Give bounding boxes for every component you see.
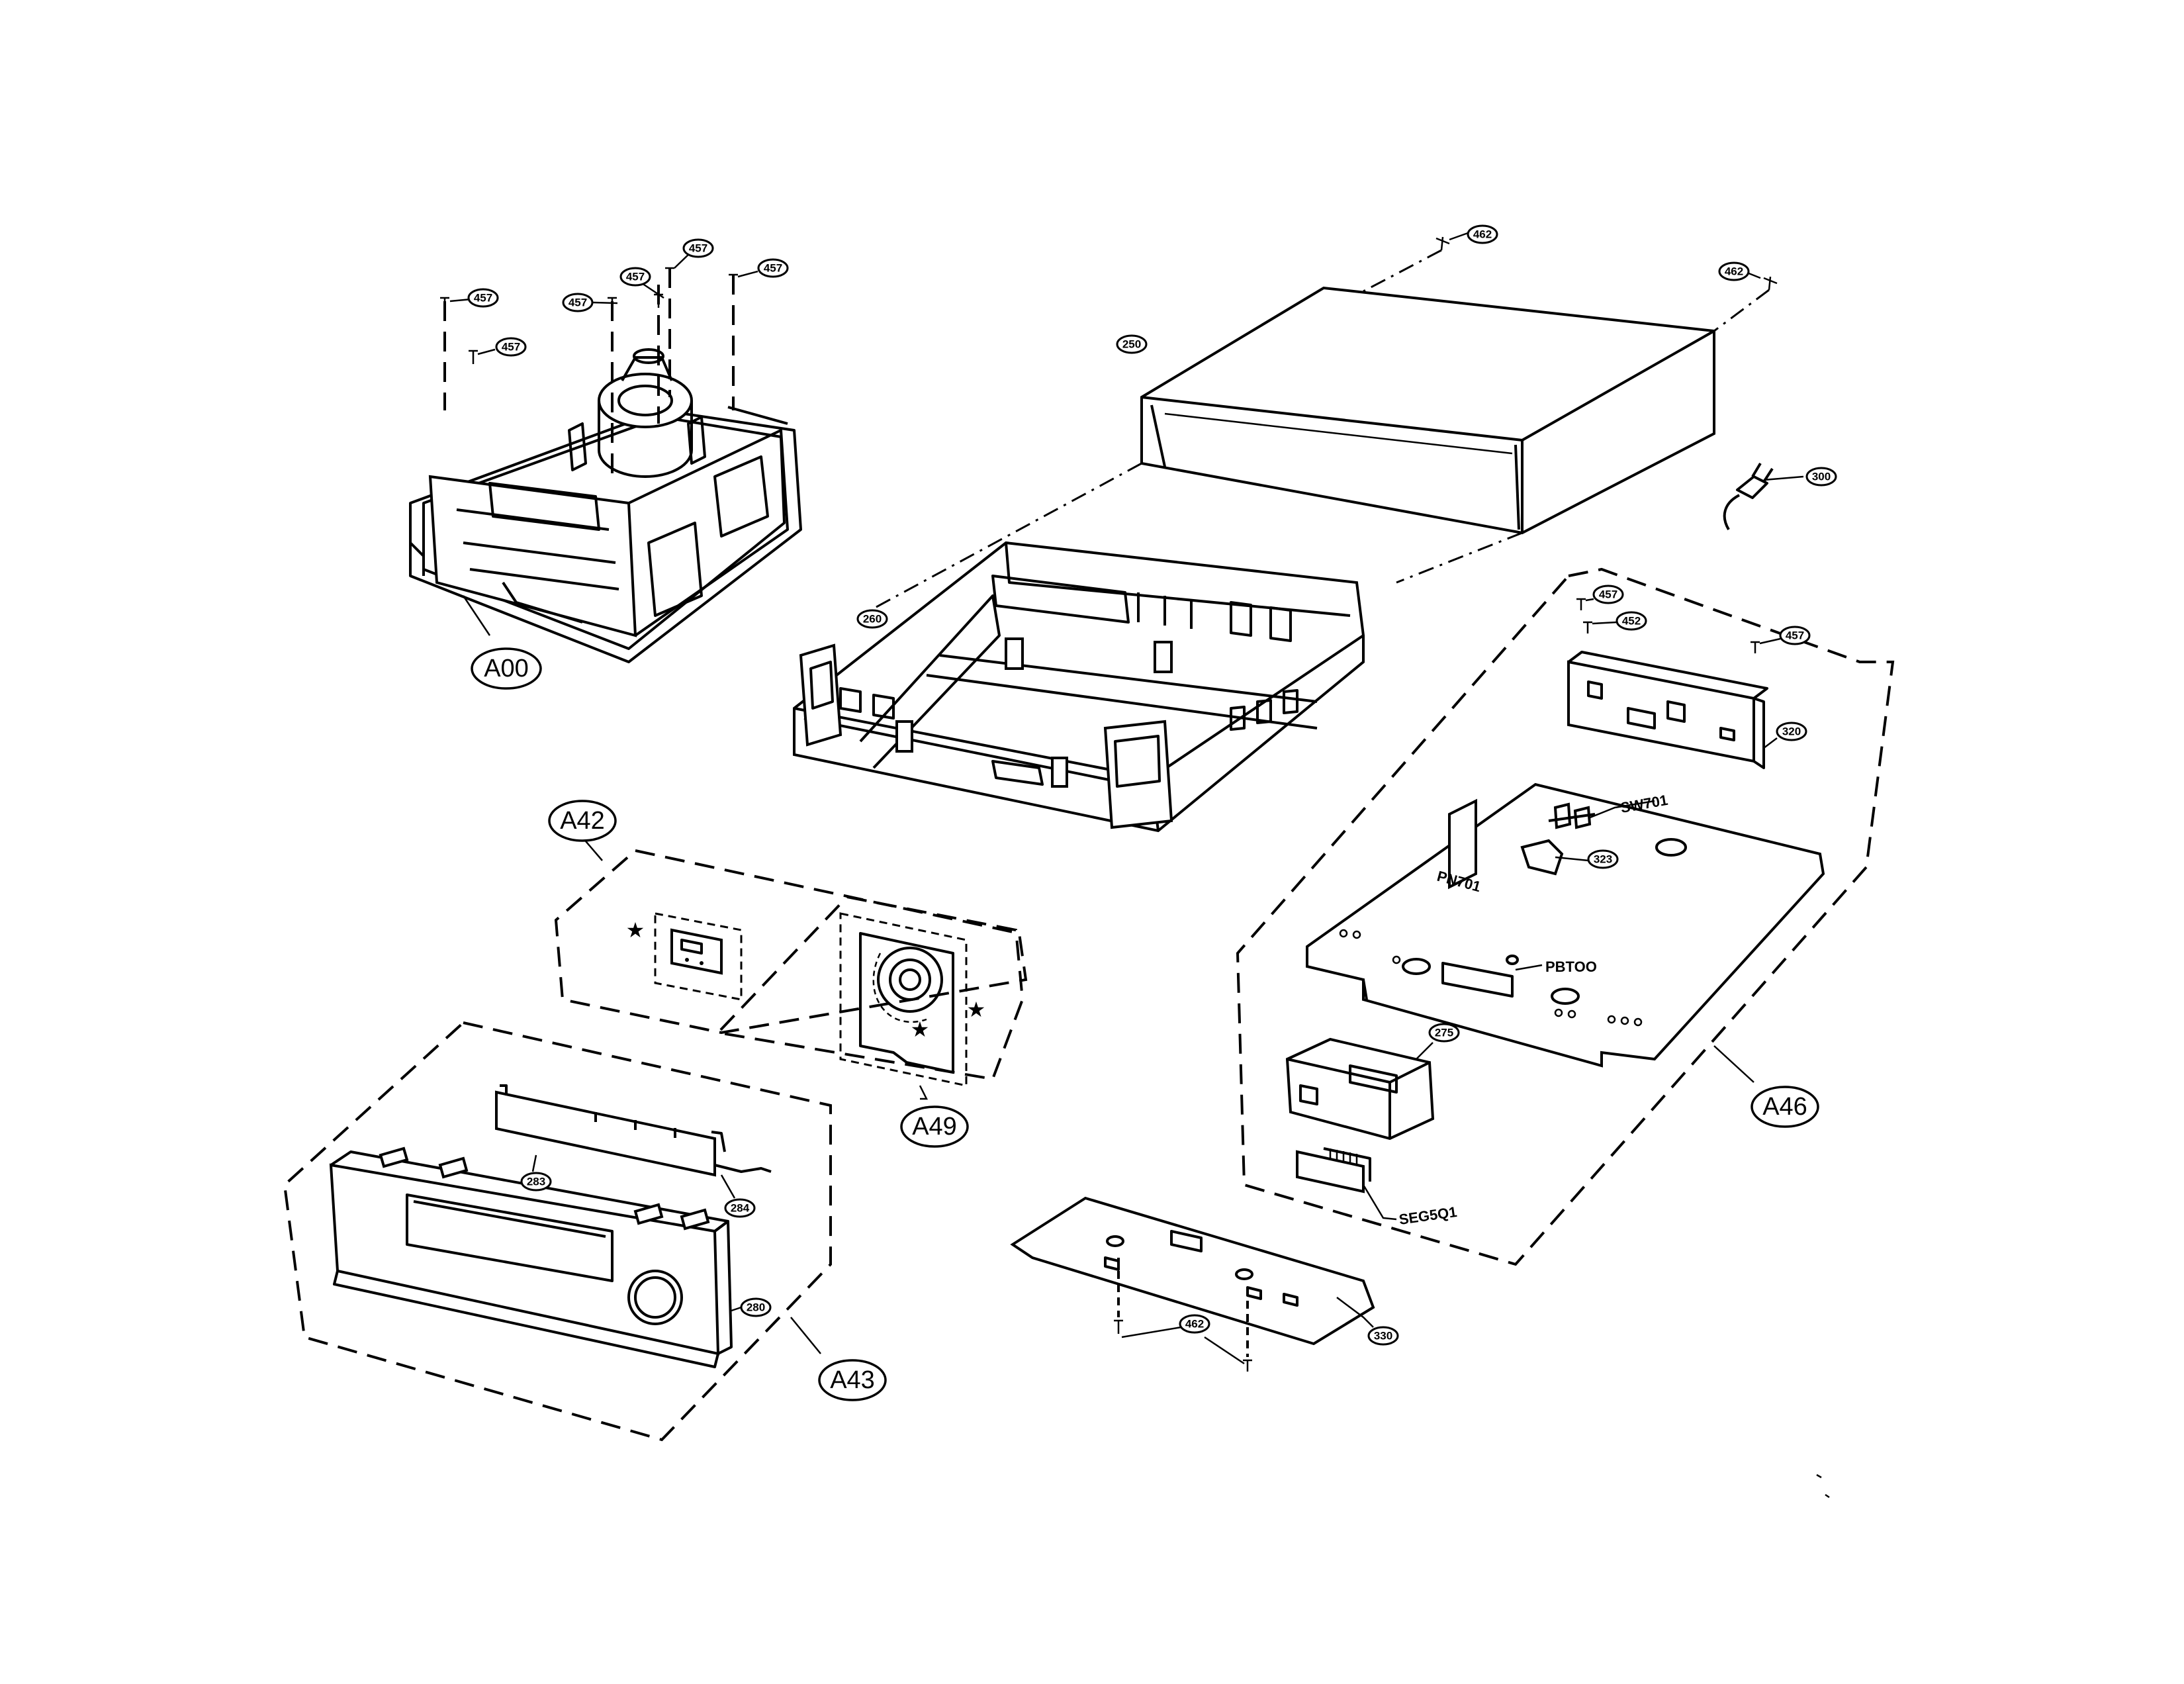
callout-275: 275 [1428, 1023, 1460, 1043]
callout-457-d: 457 [619, 267, 651, 287]
svg-text:320: 320 [1782, 725, 1801, 738]
svg-text:250: 250 [1122, 338, 1141, 351]
callout-260: 260 [856, 609, 888, 629]
svg-text:330: 330 [1374, 1330, 1392, 1342]
svg-text:457: 457 [569, 297, 587, 309]
callout-300: 300 [1805, 467, 1837, 487]
svg-text:283: 283 [527, 1176, 545, 1188]
callout-457-f: 457 [757, 258, 789, 278]
svg-text:A43: A43 [830, 1366, 875, 1394]
callout-457-e: 457 [682, 238, 714, 258]
bracket-320 [1567, 651, 1768, 769]
svg-text:275: 275 [1435, 1027, 1453, 1039]
svg-text:A00: A00 [484, 655, 529, 682]
svg-text:457: 457 [474, 292, 492, 304]
svg-text:452: 452 [1622, 615, 1641, 628]
callout-457-a: 457 [467, 288, 499, 308]
bottom-plate-330 [1010, 1196, 1375, 1346]
callout-284: 284 [724, 1198, 756, 1218]
star-marker-3: ★ [911, 1017, 930, 1042]
callout-283: 283 [520, 1172, 552, 1192]
callout-462-c: 462 [1179, 1314, 1210, 1334]
assembly-a49-boundary [715, 895, 1024, 1081]
front-panel-280 [329, 1146, 742, 1368]
ref-pbtoo: PBTOO [1545, 959, 1597, 975]
callout-452: 452 [1615, 611, 1647, 631]
star-marker-1: ★ [626, 917, 645, 943]
svg-text:300: 300 [1812, 471, 1831, 483]
assembly-label-a49: A49 [900, 1105, 969, 1148]
chassis [793, 541, 1365, 833]
callout-457-h: 457 [1779, 626, 1811, 645]
power-cord [1723, 462, 1804, 531]
callout-462-a: 462 [1467, 224, 1498, 244]
a46-leader [1713, 1045, 1754, 1083]
callout-320: 320 [1776, 722, 1807, 741]
assembly-a46-boundary [1236, 567, 1895, 1266]
a43-leader [790, 1317, 821, 1354]
svg-text:A42: A42 [560, 807, 605, 835]
top-cover [1140, 286, 1715, 535]
svg-text:462: 462 [1725, 265, 1743, 278]
a00-leader [462, 595, 491, 636]
svg-text:323: 323 [1594, 853, 1612, 866]
svg-text:284: 284 [731, 1202, 750, 1215]
bracket-screws [1576, 598, 1781, 749]
main-pcb [1306, 782, 1825, 1068]
callout-330: 330 [1367, 1326, 1399, 1346]
door-283 [495, 1084, 726, 1177]
scan-mark [1816, 1474, 1830, 1499]
deck-mechanism [409, 348, 802, 663]
a49-leader [919, 1085, 929, 1100]
svg-text:457: 457 [1599, 588, 1617, 601]
svg-text:A49: A49 [912, 1113, 957, 1141]
svg-text:260: 260 [863, 613, 882, 626]
svg-text:457: 457 [689, 242, 707, 255]
callout-250: 250 [1116, 334, 1148, 354]
a42-component [654, 912, 743, 1001]
svg-text:457: 457 [1786, 630, 1804, 642]
assembly-label-a43: A43 [818, 1359, 887, 1401]
cover-screws [1363, 232, 1778, 332]
callout-457-g: 457 [1592, 585, 1624, 604]
svg-text:A46: A46 [1762, 1093, 1807, 1121]
svg-text:457: 457 [626, 271, 645, 283]
bottom-screws [1114, 1258, 1252, 1372]
cover-guide-right [1396, 532, 1523, 584]
spring-284 [714, 1164, 772, 1173]
callout-457-c: 457 [562, 293, 594, 312]
svg-text:457: 457 [502, 341, 520, 353]
svg-text:462: 462 [1473, 228, 1492, 241]
holder-275 [1285, 1037, 1435, 1141]
assembly-a43-boundary [283, 1021, 832, 1442]
callout-462-b: 462 [1718, 261, 1750, 281]
assembly-label-a00: A00 [471, 647, 542, 690]
callout-457-b: 457 [495, 337, 527, 357]
connector-seg5q1 [1296, 1147, 1397, 1221]
callout-280: 280 [740, 1297, 772, 1317]
svg-text:462: 462 [1185, 1318, 1204, 1331]
ref-seg5q1: SEG5Q1 [1398, 1203, 1458, 1228]
assembly-label-a42: A42 [548, 800, 617, 842]
a49-component [839, 912, 968, 1087]
assembly-a42-boundary [554, 849, 1028, 1035]
assembly-label-a46: A46 [1751, 1086, 1819, 1128]
callout-323: 323 [1587, 849, 1619, 869]
cover-guide-left [860, 462, 1142, 617]
svg-text:280: 280 [747, 1301, 765, 1314]
star-marker-2: ★ [967, 997, 986, 1022]
svg-text:457: 457 [764, 262, 782, 275]
